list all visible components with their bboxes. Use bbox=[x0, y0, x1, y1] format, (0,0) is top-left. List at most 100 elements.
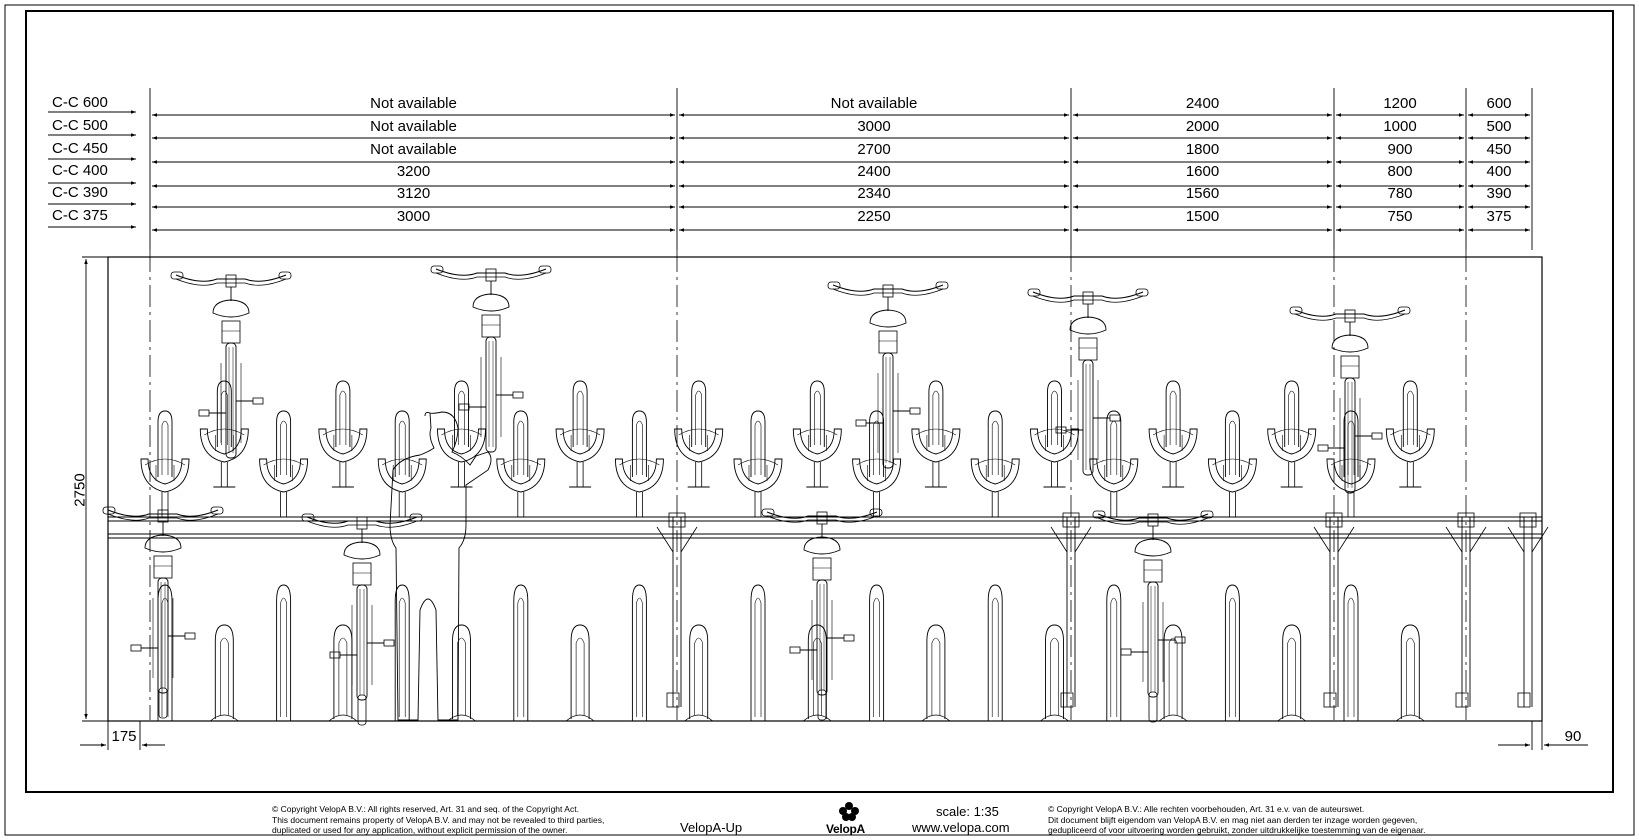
person-silhouette bbox=[389, 411, 492, 721]
upper-rack bbox=[1148, 380, 1198, 488]
lower-rack bbox=[1339, 584, 1363, 722]
lower-rack bbox=[1220, 584, 1244, 722]
dimension-value: 3000 bbox=[857, 118, 890, 135]
dimension-value: 2400 bbox=[857, 163, 890, 180]
upper-rack bbox=[1385, 380, 1435, 488]
upper-rack bbox=[911, 380, 961, 488]
dimension-value: 1200 bbox=[1383, 95, 1416, 112]
lower-bicycles bbox=[103, 507, 1213, 725]
upper-rack-row bbox=[140, 380, 1435, 518]
right-offset-label: 90 bbox=[1565, 728, 1582, 745]
dimension-value: Not available bbox=[831, 95, 918, 112]
dimension-extension-lines bbox=[149, 88, 1533, 250]
lower-rack bbox=[1102, 584, 1126, 722]
dimension-value: 800 bbox=[1387, 163, 1412, 180]
upper-rack bbox=[377, 410, 427, 518]
lower-rack bbox=[1395, 624, 1425, 722]
dimension-value: 1500 bbox=[1186, 208, 1219, 225]
upper-rack bbox=[437, 380, 486, 488]
dimension-value: Not available bbox=[370, 141, 457, 158]
copyright-nl-line: © Copyright VelopA B.V.: Alle rechten vo… bbox=[1048, 804, 1365, 814]
dimension-value: 3200 bbox=[397, 163, 430, 180]
copyright-en-line: This document remains property of VelopA… bbox=[272, 814, 605, 825]
lower-rack bbox=[921, 624, 951, 722]
lower-rack bbox=[209, 624, 239, 722]
upper-rack bbox=[1207, 410, 1257, 518]
dimension-value: 1800 bbox=[1186, 141, 1219, 158]
left-offset-dimension bbox=[80, 721, 165, 750]
left-offset-label: 175 bbox=[111, 728, 136, 745]
lower-rack bbox=[746, 584, 770, 722]
upper-rack bbox=[496, 410, 546, 518]
copyright-english: © Copyright VelopA B.V.: All rights rese… bbox=[272, 804, 604, 836]
dimension-value: 600 bbox=[1486, 95, 1511, 112]
dimension-value: 400 bbox=[1486, 163, 1511, 180]
dimension-value: 2700 bbox=[857, 141, 890, 158]
dimension-value: 390 bbox=[1486, 185, 1511, 202]
copyright-nl-line: Dit document blijft eigendom van VelopA … bbox=[1048, 814, 1418, 825]
dimension-value: 2400 bbox=[1186, 95, 1219, 112]
lower-rack bbox=[865, 584, 889, 722]
right-offset-dimension bbox=[1498, 721, 1588, 750]
dimension-value: 450 bbox=[1486, 141, 1511, 158]
dimension-value: 2250 bbox=[857, 208, 890, 225]
lower-rack bbox=[684, 624, 714, 722]
dimension-value: 1600 bbox=[1186, 163, 1219, 180]
lower-rack bbox=[627, 584, 651, 722]
height-dimension bbox=[82, 256, 108, 722]
dimension-row: C-C 450 Not available 2700 1800 900 450 bbox=[48, 140, 1530, 164]
upper-rack bbox=[733, 410, 783, 518]
upper-rack bbox=[1267, 380, 1317, 488]
dimension-row: C-C 400 3200 2400 1600 800 400 bbox=[48, 162, 1530, 188]
row-label: C-C 600 bbox=[52, 94, 108, 111]
upper-rack bbox=[259, 410, 309, 518]
upper-rack bbox=[792, 380, 842, 488]
scale-label: scale: 1:35 bbox=[936, 804, 999, 819]
row-label: C-C 400 bbox=[52, 162, 108, 179]
brand-name: VelopA bbox=[826, 822, 865, 836]
copyright-nl-line: gedupliceerd of voor uitvoering worden g… bbox=[1048, 825, 1426, 835]
dimension-row: C-C 375 3000 2250 1500 750 375 bbox=[48, 207, 1530, 232]
upper-rack bbox=[970, 410, 1020, 518]
upper-rack bbox=[614, 410, 664, 518]
dimension-value: 375 bbox=[1486, 208, 1511, 225]
upper-rack bbox=[555, 380, 605, 488]
dimension-value: 1560 bbox=[1186, 185, 1219, 202]
copyright-en-line: duplicated or used for any application, … bbox=[272, 825, 568, 835]
row-label: C-C 450 bbox=[52, 140, 108, 157]
dimension-value: 3000 bbox=[397, 208, 430, 225]
dimension-value: Not available bbox=[370, 95, 457, 112]
row-label: C-C 375 bbox=[52, 207, 108, 224]
dimension-value: Not available bbox=[370, 118, 457, 135]
website-link[interactable]: www.velopa.com bbox=[912, 820, 1010, 835]
lower-rack-row bbox=[153, 584, 1425, 722]
lower-rack bbox=[983, 584, 1007, 722]
dimension-value: 2000 bbox=[1186, 118, 1219, 135]
dashed-center-lines bbox=[149, 250, 1467, 720]
height-dimension-label: 2750 bbox=[72, 473, 89, 506]
dimension-value: 500 bbox=[1486, 118, 1511, 135]
lower-rack bbox=[328, 624, 358, 722]
lower-rack bbox=[447, 624, 476, 722]
lower-rack bbox=[1277, 624, 1307, 722]
drawing-border bbox=[25, 10, 1614, 793]
lower-rack bbox=[272, 584, 296, 722]
dimension-value: 2340 bbox=[857, 185, 890, 202]
elevation-frame bbox=[107, 256, 1543, 722]
upper-rack bbox=[318, 380, 368, 488]
dimension-value: 750 bbox=[1387, 208, 1412, 225]
copyright-dutch: © Copyright VelopA B.V.: Alle rechten vo… bbox=[1048, 804, 1426, 836]
copyright-en-line: © Copyright VelopA B.V.: All rights rese… bbox=[272, 804, 579, 814]
row-label: C-C 390 bbox=[52, 184, 108, 201]
sheet-border bbox=[4, 4, 1635, 836]
dimension-value: 900 bbox=[1387, 141, 1412, 158]
row-label: C-C 500 bbox=[52, 117, 108, 134]
velopa-logo-icon bbox=[839, 802, 859, 821]
lower-rack bbox=[509, 584, 533, 722]
upper-bicycles bbox=[170, 265, 1411, 494]
dimension-value: 780 bbox=[1387, 185, 1412, 202]
lower-rack bbox=[390, 584, 414, 722]
